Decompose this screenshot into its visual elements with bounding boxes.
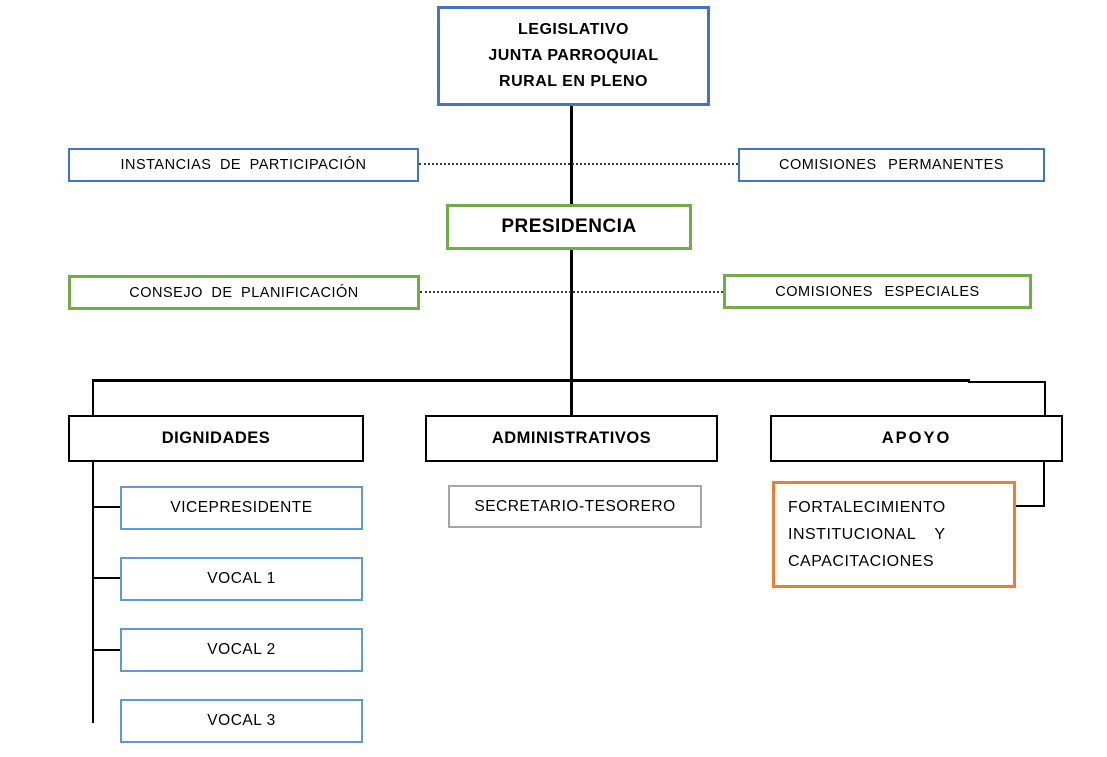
node-vicepresidente-label: VICEPRESIDENTE bbox=[170, 499, 313, 516]
node-consejo-label: CONSEJO DE PLANIFICACIÓN bbox=[129, 284, 359, 301]
connector-legislativo-presidencia bbox=[570, 105, 573, 205]
node-vocal-2: VOCAL 2 bbox=[120, 628, 363, 672]
node-vocal-1-label: VOCAL 1 bbox=[207, 570, 276, 587]
node-fortalecimiento-line1: FORTALECIMIENTO bbox=[788, 499, 946, 516]
node-comisiones-permanentes: COMISIONES PERMANENTES bbox=[738, 148, 1045, 182]
node-secretario-tesorero-label: SECRETARIO-TESORERO bbox=[474, 497, 676, 515]
node-administrativos: ADMINISTRATIVOS bbox=[425, 415, 718, 462]
node-comisiones-permanentes-label: COMISIONES PERMANENTES bbox=[778, 157, 1005, 173]
node-vocal-3: VOCAL 3 bbox=[120, 699, 363, 743]
node-comisiones-especiales: COMISIONES ESPECIALES bbox=[723, 274, 1032, 309]
node-consejo-planificacion: CONSEJO DE PLANIFICACIÓN bbox=[68, 275, 420, 310]
node-legislativo-line2: JUNTA PARROQUIAL bbox=[488, 47, 659, 64]
connector-tick-vocal1 bbox=[92, 577, 120, 579]
node-comisiones-especiales-label: COMISIONES ESPECIALES bbox=[775, 283, 980, 300]
connector-presidencia-administrativos bbox=[570, 249, 573, 415]
dotted-connector-consejo-especiales bbox=[420, 291, 723, 293]
node-presidencia: PRESIDENCIA bbox=[446, 204, 692, 250]
node-dignidades: DIGNIDADES bbox=[68, 415, 364, 462]
node-dignidades-label: DIGNIDADES bbox=[161, 429, 271, 447]
node-administrativos-label: ADMINISTRATIVOS bbox=[491, 429, 652, 447]
node-vocal-3-label: VOCAL 3 bbox=[207, 712, 276, 729]
connector-tick-vicepresidente bbox=[92, 506, 120, 508]
node-instancias-label: INSTANCIAS DE PARTICIPACIÓN bbox=[120, 157, 367, 173]
node-apoyo: APOYO bbox=[770, 415, 1063, 462]
node-presidencia-label: PRESIDENCIA bbox=[501, 216, 637, 237]
node-apoyo-label: APOYO bbox=[881, 429, 952, 447]
node-vocal-2-label: VOCAL 2 bbox=[207, 641, 276, 658]
node-vicepresidente: VICEPRESIDENTE bbox=[120, 486, 363, 530]
connector-apoyo-fortalecimiento-horizontal bbox=[1016, 505, 1045, 507]
node-instancias-participacion: INSTANCIAS DE PARTICIPACIÓN bbox=[68, 148, 419, 182]
connector-rail-dignidades bbox=[92, 462, 94, 723]
node-legislativo: LEGISLATIVO JUNTA PARROQUIAL RURAL EN PL… bbox=[437, 6, 710, 106]
node-fortalecimiento-line2: INSTITUCIONAL Y bbox=[788, 526, 946, 543]
connector-branch-horizontal bbox=[92, 379, 970, 382]
dotted-connector-instancias-permanentes bbox=[419, 163, 738, 165]
connector-apoyo-fortalecimiento-vertical bbox=[1043, 462, 1045, 507]
node-vocal-1: VOCAL 1 bbox=[120, 557, 363, 601]
connector-drop-apoyo bbox=[1044, 383, 1046, 415]
connector-branch-horizontal-right bbox=[968, 381, 1046, 383]
connector-tick-vocal2 bbox=[92, 649, 120, 651]
node-fortalecimiento: FORTALECIMIENTO INSTITUCIONAL Y CAPACITA… bbox=[772, 481, 1016, 588]
node-fortalecimiento-line3: CAPACITACIONES bbox=[788, 553, 934, 570]
node-legislativo-line3: RURAL EN PLENO bbox=[499, 73, 648, 90]
node-secretario-tesorero: SECRETARIO-TESORERO bbox=[448, 485, 702, 528]
node-legislativo-line1: LEGISLATIVO bbox=[518, 21, 629, 38]
connector-drop-dignidades bbox=[92, 381, 94, 415]
